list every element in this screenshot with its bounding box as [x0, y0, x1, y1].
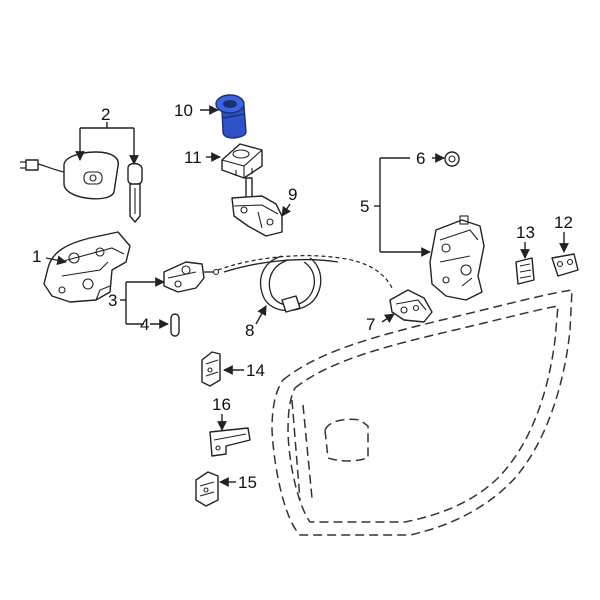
callout-3[interactable]: 3 [108, 291, 117, 310]
callout-12[interactable]: 12 [554, 213, 573, 232]
part-2-cylinder-and-key[interactable] [20, 151, 143, 223]
callout-16[interactable]: 16 [212, 395, 231, 414]
part-3-inside-handle[interactable] [163, 261, 220, 293]
callout-8[interactable]: 8 [245, 321, 254, 340]
lock-cylinder-body [221, 105, 247, 139]
callout-6[interactable]: 6 [416, 149, 425, 168]
lock-cylinder-keyway [223, 100, 237, 108]
callout-5[interactable]: 5 [360, 197, 369, 216]
part-1-outside-handle[interactable] [43, 231, 131, 303]
callout-11[interactable]: 11 [184, 148, 202, 167]
part-14-upper-hinge[interactable] [201, 351, 221, 387]
callout-14[interactable]: 14 [246, 361, 265, 380]
callout-7[interactable]: 7 [366, 315, 375, 334]
callout-13[interactable]: 13 [516, 223, 535, 242]
part-13-striker-pad[interactable] [515, 257, 535, 285]
part-16-door-check[interactable] [209, 427, 251, 457]
leader-lines [45, 105, 569, 487]
callout-9[interactable]: 9 [288, 185, 297, 204]
part-6-washer[interactable] [444, 151, 460, 167]
part-5-lock-actuator[interactable] [429, 215, 485, 301]
part-11-cylinder-housing[interactable] [221, 143, 263, 179]
callout-10[interactable]: 10 [174, 101, 193, 120]
part-7-cable-bracket[interactable] [389, 289, 433, 323]
callout-labels: 10 11 9 2 1 3 4 8 5 6 7 13 12 14 16 15 [32, 101, 573, 492]
part-8-control-cable[interactable] [217, 255, 393, 313]
part-12-striker[interactable] [551, 253, 579, 277]
callout-1[interactable]: 1 [32, 247, 41, 266]
door-outline [271, 289, 573, 536]
callout-2[interactable]: 2 [101, 105, 110, 124]
callout-15[interactable]: 15 [238, 473, 257, 492]
part-9-lock-lever[interactable] [231, 177, 283, 237]
part-15-lower-hinge[interactable] [195, 471, 219, 507]
part-10-lock-cylinder[interactable] [215, 94, 247, 139]
callout-4[interactable]: 4 [140, 315, 149, 334]
lock-cylinder-detail [222, 113, 246, 119]
part-4-plug[interactable] [170, 313, 180, 337]
